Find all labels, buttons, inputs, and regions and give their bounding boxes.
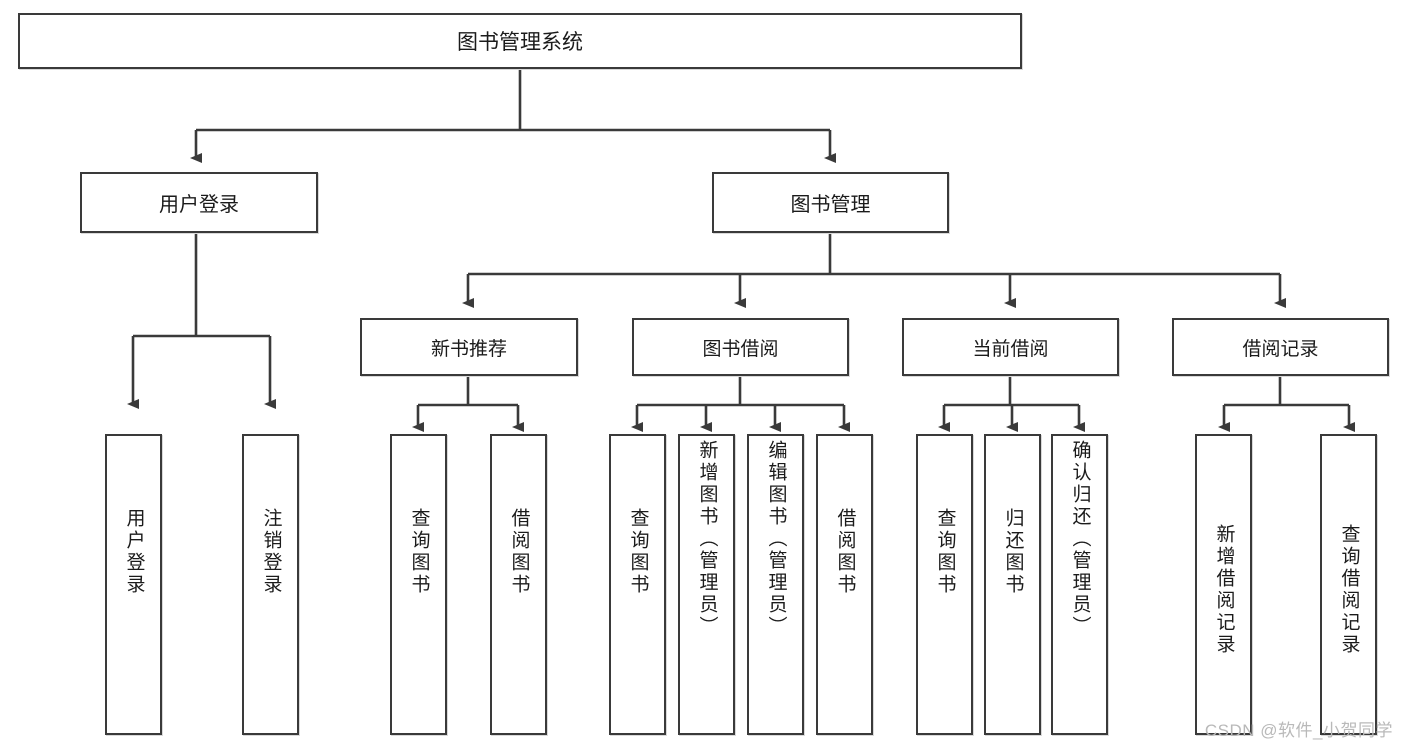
- leaf-current-borrow-return-book[interactable]: 归还图书: [984, 434, 1041, 735]
- leaf-book-borrow-add-book-admin[interactable]: 新增图书（管理员）: [678, 434, 735, 735]
- node-book-borrow-label: 图书借阅: [702, 338, 779, 360]
- leaf-label: 借阅图书: [834, 508, 856, 596]
- node-book-borrow[interactable]: 图书借阅: [632, 318, 849, 376]
- node-current-borrow[interactable]: 当前借阅: [902, 318, 1119, 376]
- node-current-borrow-label: 当前借阅: [972, 338, 1049, 360]
- leaf-label: 归还图书: [1002, 508, 1024, 596]
- leaf-label: 查询图书: [934, 508, 956, 596]
- leaf-book-borrow-query-book[interactable]: 查询图书: [609, 434, 666, 735]
- leaf-current-borrow-query-book[interactable]: 查询图书: [916, 434, 973, 735]
- leaf-label: 查询图书: [627, 508, 649, 596]
- leaf-label: 注销登录: [260, 508, 282, 596]
- leaf-label: 借阅图书: [508, 508, 530, 596]
- leaf-label: 新增图书（管理员）: [696, 440, 718, 638]
- leaf-new-book-query-book[interactable]: 查询图书: [390, 434, 447, 735]
- leaf-borrow-record-query-record[interactable]: 查询借阅记录: [1320, 434, 1377, 735]
- leaf-book-borrow-edit-book-admin[interactable]: 编辑图书（管理员）: [747, 434, 804, 735]
- node-user-login[interactable]: 用户登录: [80, 172, 318, 233]
- leaf-new-book-borrow-book[interactable]: 借阅图书: [490, 434, 547, 735]
- node-root-label: 图书管理系统: [457, 31, 583, 54]
- leaf-label: 新增借阅记录: [1213, 524, 1235, 656]
- node-borrow-record-label: 借阅记录: [1242, 338, 1319, 360]
- watermark: CSDN @软件_小贺同学: [1204, 721, 1393, 740]
- leaf-borrow-record-add-record[interactable]: 新增借阅记录: [1195, 434, 1252, 735]
- leaf-label: 用户登录: [123, 508, 145, 596]
- node-book-management[interactable]: 图书管理: [712, 172, 949, 233]
- node-borrow-record[interactable]: 借阅记录: [1172, 318, 1389, 376]
- node-book-management-label: 图书管理: [790, 194, 871, 216]
- leaf-book-borrow-borrow-book[interactable]: 借阅图书: [816, 434, 873, 735]
- node-user-login-label: 用户登录: [159, 194, 239, 216]
- node-root[interactable]: 图书管理系统: [18, 13, 1022, 69]
- leaf-user-login-login[interactable]: 用户登录: [105, 434, 162, 735]
- node-new-book-recommend[interactable]: 新书推荐: [360, 318, 578, 376]
- leaf-label: 查询图书: [408, 508, 430, 596]
- node-new-book-recommend-label: 新书推荐: [430, 338, 507, 360]
- leaf-current-borrow-confirm-return-admin[interactable]: 确认归还（管理员）: [1051, 434, 1108, 735]
- leaf-label: 查询借阅记录: [1338, 524, 1360, 656]
- leaf-user-login-logout[interactable]: 注销登录: [242, 434, 299, 735]
- leaf-label: 编辑图书（管理员）: [765, 440, 787, 638]
- leaf-label: 确认归还（管理员）: [1069, 440, 1091, 638]
